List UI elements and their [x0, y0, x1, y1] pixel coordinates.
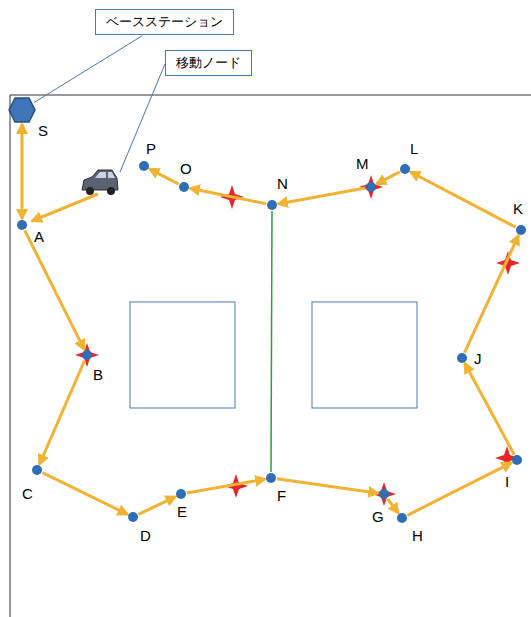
route-arrow — [138, 497, 175, 515]
link-line — [271, 211, 272, 472]
node-label: J — [474, 350, 482, 367]
route-arrow — [190, 188, 266, 204]
route-node: E — [176, 489, 186, 499]
route-arrow — [278, 188, 365, 204]
route-arrow — [410, 172, 515, 227]
route-node: O — [179, 182, 189, 192]
route-node: I — [512, 455, 522, 465]
node-label: P — [146, 140, 156, 157]
route-arrow — [21, 124, 24, 219]
route-node: A — [17, 220, 27, 230]
route-arrow — [465, 235, 519, 352]
node-label: N — [277, 175, 288, 192]
route-node: J — [457, 353, 467, 363]
node-label: E — [177, 503, 187, 520]
hexagon-shape — [8, 97, 36, 123]
route-arrow — [376, 172, 399, 184]
route-arrow — [32, 194, 98, 221]
route-node: M — [366, 182, 376, 192]
route-node: K — [516, 225, 526, 235]
node-label: H — [412, 527, 423, 544]
car-icon — [82, 170, 118, 195]
node-label: O — [180, 160, 192, 177]
base-station: S — [8, 97, 36, 123]
node-label: G — [372, 508, 384, 525]
route-node: N — [267, 200, 277, 210]
route-arrow — [187, 479, 265, 493]
callout-box: ベースステーション — [95, 9, 234, 35]
route-node: D — [128, 512, 138, 522]
route-node: G — [379, 489, 389, 499]
route-arrow — [388, 499, 399, 513]
node-label: D — [140, 527, 151, 544]
route-arrow — [465, 363, 514, 454]
route-node: B — [82, 350, 92, 360]
leader-line — [34, 36, 143, 103]
node-label: K — [513, 200, 523, 217]
node-label: B — [93, 366, 103, 383]
node-label: I — [505, 473, 509, 490]
route-node: F — [266, 473, 276, 483]
callout-text: ベースステーション — [106, 14, 223, 30]
node-label: M — [356, 155, 369, 172]
route-arrow — [42, 473, 127, 515]
route-arrow — [149, 169, 178, 184]
node-label: L — [410, 140, 418, 157]
route-node: H — [397, 513, 407, 523]
leader-line — [120, 64, 165, 172]
callout-text: 移動ノード — [176, 55, 241, 71]
callout-box: 移動ノード — [165, 50, 252, 76]
building-block — [130, 302, 235, 408]
node-label: A — [34, 228, 44, 245]
interference-star — [75, 175, 520, 506]
route-node: C — [32, 465, 42, 475]
route-node: L — [400, 164, 410, 174]
route-arrow — [407, 463, 511, 516]
node-label: F — [277, 487, 286, 504]
route-arrow — [25, 230, 85, 349]
area-frame — [10, 95, 531, 617]
route-node: P — [139, 161, 149, 171]
node-label: C — [22, 485, 33, 502]
route-arrow — [39, 361, 84, 465]
route-arrow — [277, 479, 378, 493]
node-label: S — [38, 122, 48, 139]
building-block — [312, 302, 417, 408]
